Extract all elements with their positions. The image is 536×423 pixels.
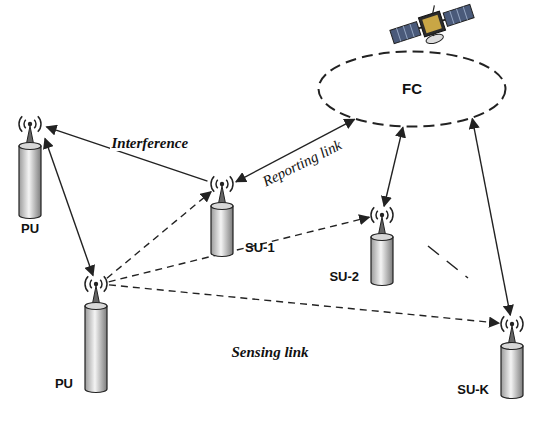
radio-wave [24, 120, 26, 128]
antenna-tip [220, 182, 224, 186]
tower-body [19, 146, 41, 219]
tower-body [501, 346, 523, 399]
continuation-dashes [428, 246, 468, 278]
radio-wave [516, 320, 518, 328]
link-line [45, 138, 93, 275]
node-label: SU-K [457, 383, 489, 400]
link-line [47, 127, 208, 181]
ellipse-outline [319, 52, 506, 127]
sensing-link [109, 285, 499, 323]
sensing-link [107, 192, 211, 279]
radio-wave [226, 180, 228, 188]
tower-top [85, 303, 107, 310]
node-label: SU-1 [245, 241, 275, 258]
radio-wave [501, 316, 504, 332]
radio-wave [376, 211, 378, 219]
base-station-node: SU-2 [329, 203, 402, 287]
radio-wave [100, 280, 102, 288]
link-label: Sensing link [230, 344, 311, 361]
antenna-tip [510, 322, 514, 326]
node-label: PU [55, 377, 73, 394]
radio-wave [34, 120, 36, 128]
node-label: SU-2 [329, 270, 359, 287]
node-label: PU [21, 222, 39, 239]
radio-wave [19, 116, 22, 132]
tower-top [211, 203, 233, 210]
antenna-tip [380, 213, 384, 217]
antenna-tip [94, 282, 98, 286]
antenna-tower-icon [76, 272, 116, 394]
radio-wave [85, 276, 88, 292]
tower-top [501, 343, 523, 350]
antenna-tower-icon [362, 203, 402, 287]
tower-body [85, 306, 107, 393]
radio-wave [216, 180, 218, 188]
antenna-tower-icon [492, 312, 532, 400]
tower-body [211, 206, 233, 257]
radio-wave [90, 280, 92, 288]
link-line [472, 119, 510, 315]
radio-wave [38, 116, 41, 132]
radio-wave [390, 207, 393, 223]
antenna-tip [28, 122, 32, 126]
base-station-node: PU [55, 272, 116, 394]
antenna-tower-icon [202, 172, 242, 258]
base-station-node: SU-K [457, 312, 532, 400]
base-station-node: PU [10, 112, 50, 239]
radio-wave [520, 316, 523, 332]
radio-wave [104, 276, 107, 292]
link-line [384, 127, 403, 206]
tower-body [371, 237, 393, 286]
radio-wave [506, 320, 508, 328]
satellite-icon [387, 0, 478, 55]
fusion-center-ellipse: FC [317, 50, 507, 128]
node-label: FC [402, 80, 422, 97]
radio-wave [230, 176, 233, 192]
radio-wave [371, 207, 374, 223]
tower-top [371, 234, 393, 241]
tower-top [19, 143, 41, 150]
link-label: Interference [110, 135, 191, 152]
radio-wave [386, 211, 388, 219]
radio-wave [211, 176, 214, 192]
antenna-tower-icon [10, 112, 50, 220]
